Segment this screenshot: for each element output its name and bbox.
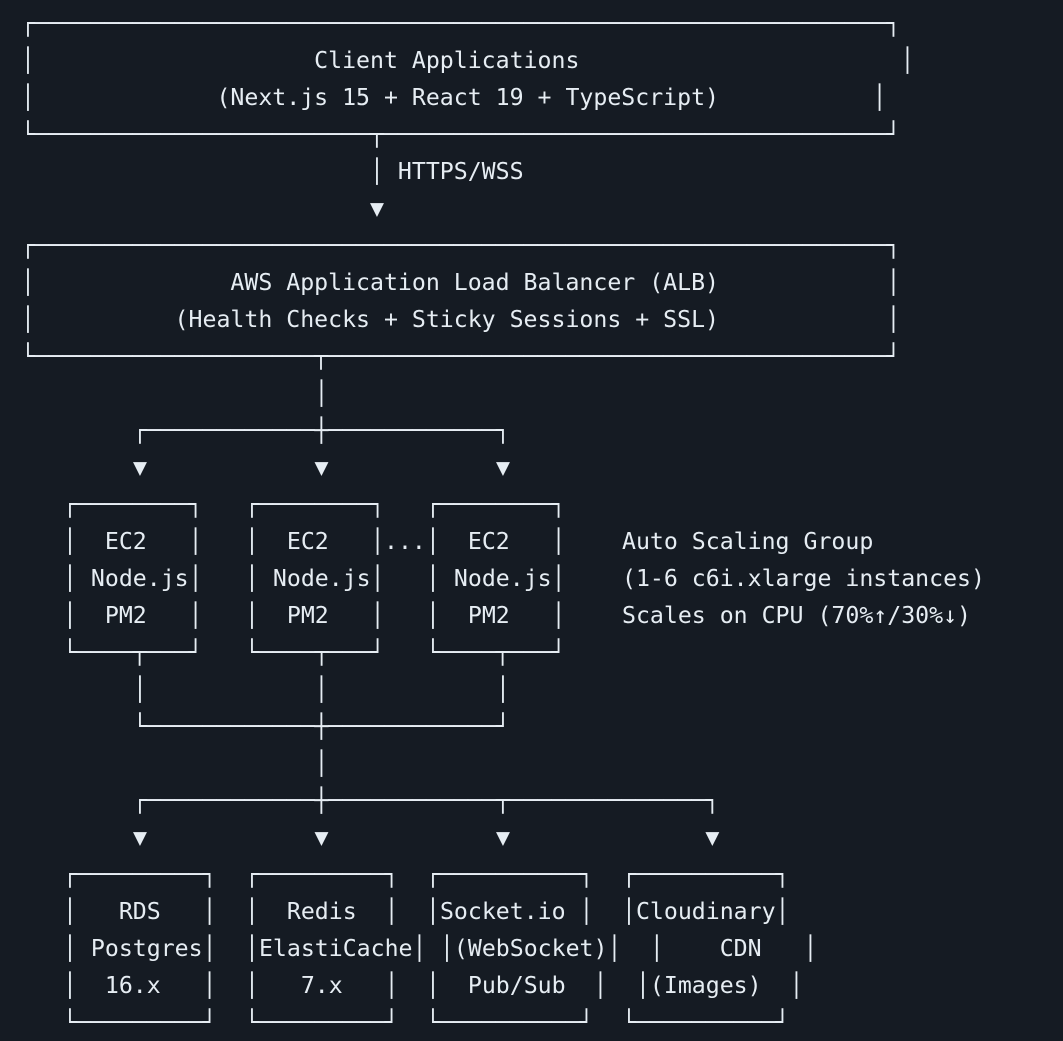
rds-postgres-box: ┌─────────┐ │ RDS │ │ Postgres│ │ 16.x │… [63, 861, 217, 1036]
ec2-node-box-3: ┌────────┐ │ EC2 │ │ Node.js│ │ PM2 │ └─… [426, 491, 566, 666]
ec2-to-services-fanout-connector: │ │ │ └────────────┼────────────┘ │ ┌───… [133, 676, 720, 851]
https-wss-connector: │ HTTPS/WSS ▼ [370, 158, 524, 222]
socketio-websocket-box: ┌──────────┐ │Socket.io │ │(WebSocket)│ … [426, 861, 622, 1036]
ec2-node-box-1: ┌────────┐ │ EC2 │ │ Node.js│ │ PM2 │ └─… [63, 491, 203, 666]
ec2-node-box-2: ┌────────┐ │ EC2 │ │ Node.js│ │ PM2 │ └─… [245, 491, 385, 666]
ellipsis-label: ... [384, 528, 426, 555]
auto-scaling-group-note: Auto Scaling Group (1-6 c6i.xlarge insta… [622, 528, 985, 629]
cloudinary-cdn-box: ┌──────────┐ │Cloudinary│ │ CDN │ │(Imag… [622, 861, 818, 1036]
client-applications-box: ┌───────────────────────────────────────… [21, 10, 915, 148]
redis-elasticache-box: ┌─────────┐ │ Redis │ │ElastiCache│ │ 7.… [245, 861, 427, 1036]
alb-to-ec2-fanout-connector: │ ┌────────────┼────────────┐ ▼ ▼ ▼ [133, 380, 510, 481]
alb-box: ┌───────────────────────────────────────… [21, 232, 901, 370]
